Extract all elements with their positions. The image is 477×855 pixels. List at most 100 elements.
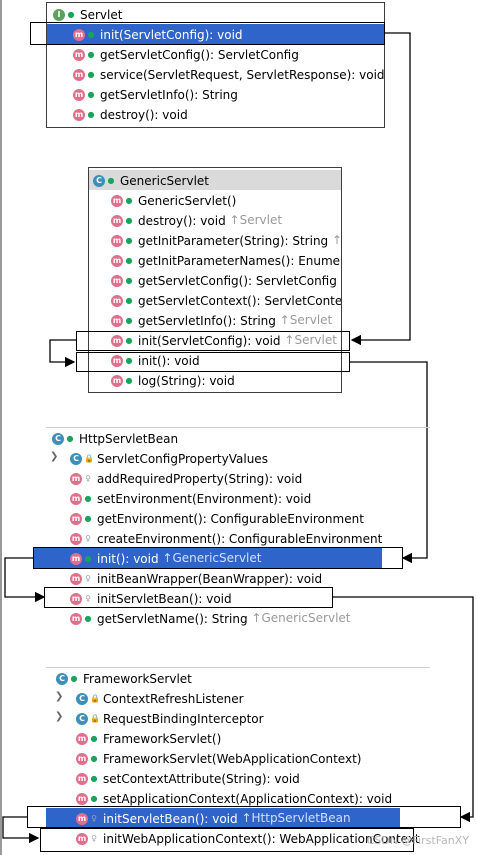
method-label: getServletContext(): ServletContex <box>138 293 341 308</box>
method-label: init(): void <box>138 353 200 368</box>
method-icon: m♀ <box>70 593 91 605</box>
method-icon: m● <box>111 315 133 327</box>
member-label: FrameworkServlet() <box>103 731 222 746</box>
method-icon: m● <box>111 375 133 387</box>
http-member-row[interactable]: m♀addRequiredProperty(String): void <box>70 468 430 488</box>
generic-method-row[interactable]: m● getInitParameterNames(): Enumer <box>89 250 341 270</box>
generic-method-row[interactable]: m● init(ServletConfig): void ↑Servlet <box>89 330 341 350</box>
arrow-servlet-init-to-generic-init <box>350 32 411 346</box>
member-label: initWebApplicationContext(): WebApplicat… <box>103 831 420 846</box>
method-icon: m● <box>111 275 133 287</box>
http-member-row[interactable]: m● init(): void ↑GenericServlet <box>34 548 382 568</box>
member-label: initServletBean(): void <box>97 591 232 606</box>
servlet-header[interactable]: I● Servlet <box>47 4 384 24</box>
method-icon: m● <box>76 773 98 785</box>
generic-method-row[interactable]: m●destroy(): void ↑Servlet <box>89 210 341 230</box>
http-member-row[interactable]: m●getServletName(): String ↑GenericServl… <box>70 608 430 628</box>
generic-servlet-title: GenericServlet <box>120 173 209 188</box>
framework-member-row[interactable]: m♀initServletBean(): void ↑HttpServletBe… <box>46 808 400 828</box>
generic-servlet-header[interactable]: C● GenericServlet <box>89 170 341 190</box>
method-icon: m● <box>73 29 95 41</box>
framework-member-row[interactable]: m●setContextAttribute(String): void <box>76 768 430 788</box>
arrow-httpbean-init-to-initservletbean <box>4 557 46 603</box>
frameworkservlet-header[interactable]: C●FrameworkServlet <box>46 668 430 688</box>
method-icon: m● <box>73 89 95 101</box>
generic-method-row[interactable]: m● getServletInfo(): String ↑Servlet <box>89 310 341 330</box>
generic-method-row[interactable]: m● getServletContext(): ServletContex <box>89 290 341 310</box>
method-icon: m♀ <box>70 573 91 585</box>
class-icon: C🔒 <box>76 689 100 709</box>
framework-member-row[interactable]: m♀ initWebApplicationContext(): WebApplic… <box>76 828 430 848</box>
servlet-method-row[interactable]: m● getServletInfo(): String <box>47 84 384 104</box>
http-member-row[interactable]: m●setEnvironment(Environment): void <box>70 488 430 508</box>
http-member-row[interactable]: m♀ createEnvironment(): ConfigurableEnvir… <box>70 528 430 548</box>
method-icon: m● <box>111 335 133 347</box>
generic-method-row[interactable]: m●getServletConfig(): ServletConfig ↑ <box>89 270 341 290</box>
method-icon: m● <box>70 493 92 505</box>
http-member-row[interactable]: m♀ initServletBean(): void <box>70 588 430 608</box>
method-icon: m● <box>73 69 95 81</box>
method-icon: m● <box>76 733 98 745</box>
servlet-method-row[interactable]: m●destroy(): void <box>47 104 384 124</box>
method-icon: m♀ <box>76 833 97 845</box>
member-label: getEnvironment(): ConfigurableEnvironmen… <box>97 511 364 526</box>
member-label: initBeanWrapper(BeanWrapper): void <box>97 571 323 586</box>
method-icon: m● <box>73 49 95 61</box>
override-hint: ↑GenericServlet <box>251 611 351 625</box>
servlet-title: Servlet <box>80 7 123 22</box>
arrow-framework-initservletbean-to-initwebappctx <box>2 816 40 844</box>
override-hint: ↑GenericServlet <box>162 551 262 565</box>
method-label: getServletInfo(): String <box>100 87 238 102</box>
servlet-method-row[interactable]: m●service(ServletRequest, ServletRespons… <box>47 64 384 84</box>
member-label: ContextRefreshListener <box>103 691 244 706</box>
generic-method-row[interactable]: m●init(): void <box>89 350 341 370</box>
framework-member-row[interactable]: C🔒ContextRefreshListener <box>76 688 430 708</box>
method-icon: m● <box>70 513 92 525</box>
method-icon: m● <box>111 255 133 267</box>
http-member-row[interactable]: C🔒ServletConfigPropertyValues <box>70 448 430 468</box>
member-label: FrameworkServlet(WebApplicationContext) <box>103 751 362 766</box>
httpservletbean-panel: C●HttpServletBean ❯ C🔒ServletConfigPrope… <box>34 427 430 627</box>
method-label: getInitParameterNames(): Enumer <box>138 253 341 268</box>
http-member-row[interactable]: m● getEnvironment(): ConfigurableEnvironm… <box>70 508 430 528</box>
class-icon: C🔒 <box>70 449 94 469</box>
servlet-panel: I● Servlet m●init(ServletConfig): void m●… <box>46 2 385 128</box>
member-label: createEnvironment(): ConfigurableEnviron… <box>97 531 383 546</box>
method-icon: m● <box>111 295 133 307</box>
framework-member-row[interactable]: m●setApplicationContext(ApplicationConte… <box>76 788 430 808</box>
generic-servlet-panel: C● GenericServlet m●GenericServlet() m●de… <box>88 167 342 393</box>
override-hint: ↑Servlet <box>284 333 337 347</box>
servlet-method-row[interactable]: m●getServletConfig(): ServletConfig <box>47 44 384 64</box>
method-icon: m● <box>111 215 133 227</box>
method-label: getServletInfo(): String <box>138 313 276 328</box>
class-icon: C● <box>52 429 74 449</box>
generic-method-row[interactable]: m●log(String): void <box>89 370 341 390</box>
framework-member-row[interactable]: C🔒RequestBindingInterceptor <box>76 708 430 728</box>
httpservletbean-header[interactable]: C●HttpServletBean <box>34 428 430 448</box>
method-icon: m♀ <box>70 473 91 485</box>
chevron-right-icon[interactable]: ❯ <box>50 451 59 462</box>
method-label: destroy(): void <box>100 107 188 122</box>
servlet-method-row[interactable]: m●init(ServletConfig): void <box>47 24 384 44</box>
arrow-generic-init-config-to-init <box>49 339 76 368</box>
method-label: init(ServletConfig): void <box>138 333 281 348</box>
method-icon: m● <box>111 235 133 247</box>
member-label: ServletConfigPropertyValues <box>97 451 268 466</box>
method-icon: m● <box>70 553 92 565</box>
chevron-right-icon[interactable]: ❯ <box>55 711 64 722</box>
method-icon: m♀ <box>70 533 91 545</box>
class-icon: C● <box>93 171 115 191</box>
method-icon: m● <box>76 753 98 765</box>
chevron-right-icon[interactable]: ❯ <box>55 691 64 702</box>
method-label: getServletConfig(): ServletConfig <box>138 273 337 288</box>
generic-method-row[interactable]: m●getInitParameter(String): String ↑S <box>89 230 341 250</box>
interface-icon: I● <box>53 5 75 25</box>
http-member-row[interactable]: m♀ initBeanWrapper(BeanWrapper): void <box>70 568 430 588</box>
generic-method-row[interactable]: m●GenericServlet() <box>89 190 341 210</box>
framework-member-row[interactable]: m● FrameworkServlet() <box>76 728 430 748</box>
framework-member-row[interactable]: m● FrameworkServlet(WebApplicationContext… <box>76 748 430 768</box>
override-hint: ↑Servlet <box>279 313 333 327</box>
method-label: getInitParameter(String): String <box>138 233 329 248</box>
member-label: init(): void <box>97 551 159 566</box>
